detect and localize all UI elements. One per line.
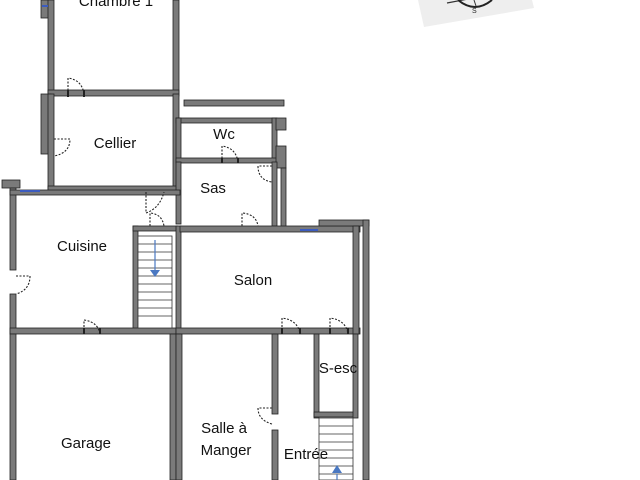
windows <box>20 5 318 231</box>
staircase-entree <box>318 417 354 480</box>
walls <box>1 0 370 480</box>
room-label-s-esc: S-esc <box>318 360 358 377</box>
room-label-salle-line2: Manger <box>200 442 252 459</box>
room-label-entree: Entrée <box>283 446 329 463</box>
room-label-wc: Wc <box>213 126 235 143</box>
room-label-salle-line1: Salle à <box>201 420 247 437</box>
arrow-up-icon <box>332 465 342 473</box>
room-label-cuisine: Cuisine <box>56 238 108 255</box>
door-jambs <box>67 90 349 334</box>
room-label-sas: Sas <box>200 180 226 197</box>
arrow-down-icon <box>150 270 160 277</box>
compass-south-label: S <box>472 8 477 15</box>
staircase-kitchen <box>137 235 173 329</box>
compass-icon <box>418 0 534 27</box>
room-label-chambre-1: Chambre 1 <box>78 0 154 10</box>
room-label-salon: Salon <box>233 272 273 289</box>
room-label-garage: Garage <box>60 435 112 452</box>
room-label-cellier: Cellier <box>93 135 137 152</box>
